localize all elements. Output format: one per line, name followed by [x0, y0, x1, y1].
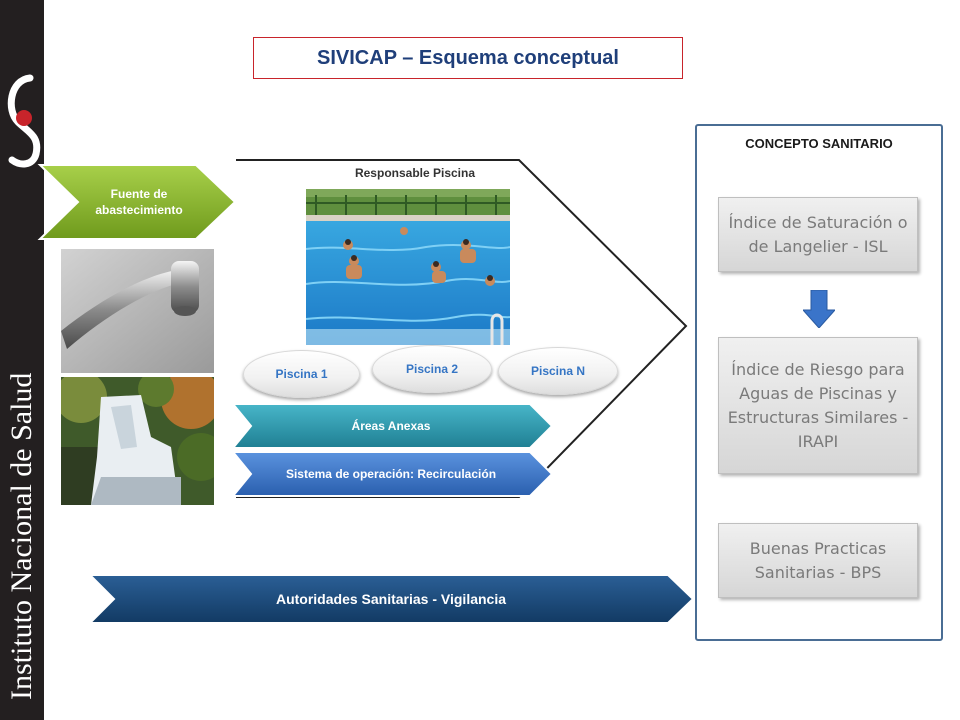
- faucet-photo: [61, 249, 214, 373]
- title-box: SIVICAP – Esquema conceptual: [253, 37, 683, 79]
- concepto-item-label: Buenas Practicas Sanitarias - BPS: [749, 538, 887, 582]
- pool-label: Piscina 2: [405, 362, 459, 376]
- pool-photo: [306, 189, 510, 345]
- areas-anexas-label: Áreas Anexas: [351, 419, 431, 433]
- down-arrow-icon: [803, 290, 835, 328]
- concepto-item-isl: Índice de Saturación o de Langelier - IS…: [718, 197, 918, 272]
- concepto-item-label: Índice de Saturación o de Langelier - IS…: [728, 212, 908, 256]
- institute-logo: [7, 74, 41, 168]
- pool-label: Piscina 1: [275, 367, 328, 381]
- concepto-item-bps: Buenas Practicas Sanitarias - BPS: [718, 523, 918, 598]
- brand-vertical-text: Instituto Nacional de Salud: [5, 373, 38, 700]
- fuente-label: Fuente de abastecimiento: [95, 187, 183, 217]
- sistema-label: Sistema de operación: Recirculación: [285, 467, 497, 481]
- concepto-item-irapi: Índice de Riesgo para Aguas de Piscinas …: [718, 337, 918, 474]
- brand-name: Instituto Nacional de Salud: [5, 373, 38, 700]
- pool-item-1: Piscina 1: [243, 350, 360, 398]
- page-title: SIVICAP – Esquema conceptual: [317, 46, 619, 69]
- pool-label: Piscina N: [530, 364, 586, 378]
- pool-item-2: Piscina 2: [372, 345, 492, 393]
- pool-item-n: Piscina N: [498, 347, 618, 395]
- concepto-title: CONCEPTO SANITARIO: [745, 136, 893, 151]
- waterfall-photo: [61, 377, 214, 505]
- autoridades-label: Autoridades Sanitarias - Vigilancia: [275, 591, 507, 607]
- concepto-item-label: Índice de Riesgo para Aguas de Piscinas …: [727, 359, 909, 451]
- responsable-label: Responsable Piscina: [354, 166, 476, 180]
